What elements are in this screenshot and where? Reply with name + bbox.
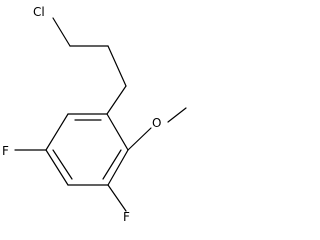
bond-ring-oxygen (127, 127, 152, 151)
ring-double-bond-left (52, 149, 73, 180)
bond-cl-c1 (52, 17, 71, 47)
fluorine-bottom-label: F (123, 210, 130, 224)
ring-bond-top-upperright (106, 113, 129, 151)
ring-bond-bottom-lowerleft (45, 149, 69, 186)
bond-c2-c3 (107, 45, 127, 87)
bond-c3-ring (106, 85, 127, 115)
bond-oxygen-methyl (167, 107, 187, 123)
ring-bond-upperright-lowerright (107, 149, 129, 186)
chlorine-label: Cl (33, 5, 45, 19)
oxygen-label: O (152, 116, 161, 130)
ring-bond-lowerleft-upperleft (45, 113, 69, 151)
ring-double-bond-right (102, 149, 122, 180)
fluorine-left-label: F (2, 144, 9, 158)
bond-ring-fluorine-bottom (107, 184, 127, 212)
chemical-structure: Cl O F F (2, 5, 187, 224)
